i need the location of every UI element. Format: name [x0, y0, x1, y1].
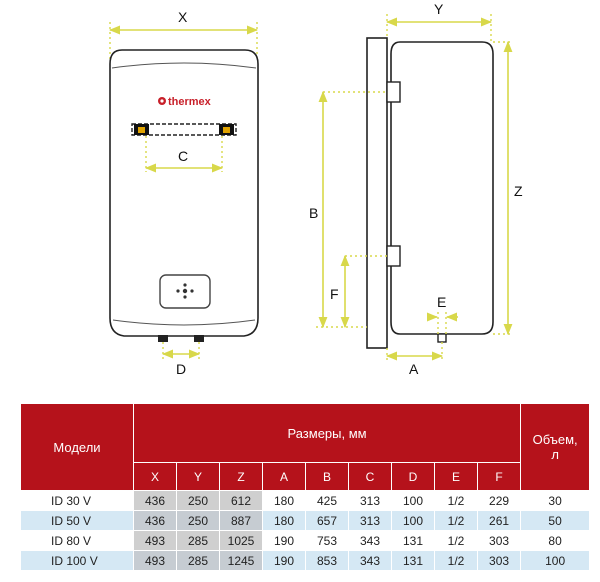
volume-header-line2: л: [551, 447, 559, 462]
cell-b: 425: [305, 490, 349, 511]
model-name: ID 50 V: [20, 510, 134, 531]
cell-c: 343: [348, 530, 392, 551]
column-header-x: X: [133, 462, 177, 491]
cell-b: 657: [305, 510, 349, 531]
heater-front-body: [109, 49, 259, 337]
outlet-pipe: [437, 333, 447, 343]
cell-e: 1/2: [434, 530, 478, 551]
column-header-b: B: [305, 462, 349, 491]
front-view: X thermex C: [108, 9, 259, 377]
model-name: ID 80 V: [20, 530, 134, 551]
dim-a-label: A: [409, 361, 419, 377]
dim-b-label: B: [309, 205, 318, 221]
dim-e-label: E: [437, 294, 446, 310]
cell-x: 493: [133, 550, 177, 571]
column-header-d: D: [391, 462, 435, 491]
control-buttons-icon: [176, 283, 194, 299]
cell-c: 313: [348, 490, 392, 511]
models-header: Модели: [20, 403, 134, 491]
cell-y: 285: [176, 530, 220, 551]
cell-e: 1/2: [434, 490, 478, 511]
cell-x: 436: [133, 490, 177, 511]
cell-a: 190: [262, 530, 306, 551]
column-header-c: C: [348, 462, 392, 491]
cell-z: 612: [219, 490, 263, 511]
cell-c: 313: [348, 510, 392, 531]
cell-f: 303: [476, 530, 522, 551]
dim-c-label: C: [178, 148, 188, 164]
column-header-y: Y: [176, 462, 220, 491]
cell-z: 887: [219, 510, 263, 531]
cell-c: 343: [348, 550, 392, 571]
cell-x: 493: [133, 530, 177, 551]
volume-cell: 50: [520, 510, 591, 531]
brand-name: thermex: [168, 96, 212, 108]
cell-x: 436: [133, 510, 177, 531]
mounting-bracket: [131, 123, 237, 136]
cell-a: 180: [262, 490, 306, 511]
dim-y-label: Y: [434, 1, 444, 17]
pipe-right: [194, 335, 204, 342]
cell-d: 131: [391, 530, 435, 551]
cell-f: 303: [476, 550, 522, 571]
thermex-logo: thermex: [158, 96, 212, 108]
dim-x-label: X: [178, 9, 188, 25]
volume-header: Объем, л: [520, 403, 591, 491]
heater-side-body: [390, 41, 494, 335]
cell-e: 1/2: [434, 510, 478, 531]
cell-y: 285: [176, 550, 220, 571]
dim-d-label: D: [176, 361, 186, 377]
pipe-left: [158, 335, 168, 342]
cell-f: 261: [476, 510, 522, 531]
dim-z-label: Z: [514, 183, 523, 199]
model-name: ID 100 V: [20, 550, 134, 571]
cell-a: 190: [262, 550, 306, 571]
cell-e: 1/2: [434, 550, 478, 571]
cell-z: 1245: [219, 550, 263, 571]
volume-cell: 100: [520, 550, 591, 571]
column-header-e: E: [434, 462, 478, 491]
model-name: ID 30 V: [20, 490, 134, 511]
cell-b: 753: [305, 530, 349, 551]
cell-y: 250: [176, 510, 220, 531]
cell-b: 853: [305, 550, 349, 571]
cell-z: 1025: [219, 530, 263, 551]
volume-header-line1: Объем,: [532, 432, 578, 447]
volume-cell: 30: [520, 490, 591, 511]
cell-d: 131: [391, 550, 435, 571]
heater-dimension-drawing: X thermex C: [108, 1, 523, 377]
column-header-a: A: [262, 462, 306, 491]
cell-f: 229: [476, 490, 522, 511]
cell-d: 100: [391, 510, 435, 531]
dim-f-label: F: [330, 286, 339, 302]
sizes-header: Размеры, мм: [132, 403, 522, 463]
volume-cell: 80: [520, 530, 591, 551]
side-view: Y Z B F E A: [309, 1, 523, 377]
lower-mount: [386, 245, 401, 267]
upper-mount: [386, 81, 401, 103]
cell-d: 100: [391, 490, 435, 511]
wall-plate: [366, 37, 388, 349]
column-header-f: F: [476, 462, 522, 491]
cell-a: 180: [262, 510, 306, 531]
cell-y: 250: [176, 490, 220, 511]
column-header-z: Z: [219, 462, 263, 491]
